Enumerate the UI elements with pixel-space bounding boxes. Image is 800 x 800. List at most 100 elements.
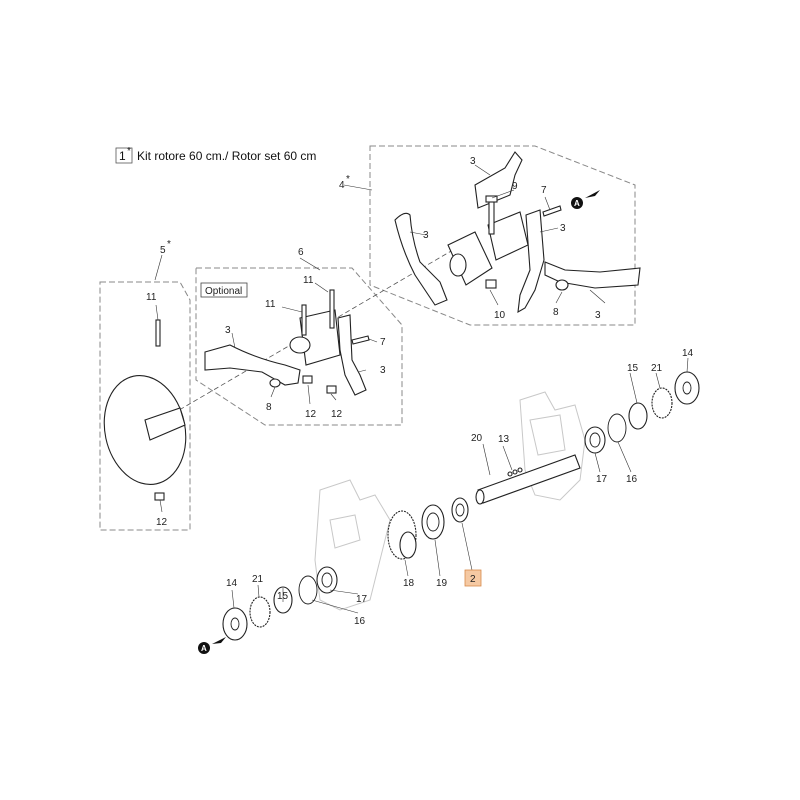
hub-19-inner (426, 512, 440, 532)
bearing-17-left-inner (321, 572, 333, 588)
washer-15-right (628, 402, 648, 430)
label-3-left: 3 (423, 230, 429, 241)
group-6-parts (204, 289, 370, 396)
group-5-parts (103, 319, 187, 501)
label-15-right: 15 (627, 363, 639, 374)
optional-label: Optional (205, 286, 242, 297)
cap-14-right-inner (682, 381, 692, 395)
label-14-right: 14 (682, 348, 694, 359)
optional-bolt-7 (351, 335, 370, 345)
blade-3-right (544, 261, 641, 289)
optional-nut-12a (302, 375, 313, 384)
gear-18-hub (399, 531, 417, 559)
cap-14-left (222, 607, 248, 641)
optional-hub (289, 336, 311, 354)
label-5-asterisk: * (167, 239, 171, 250)
kit-asterisk: * (127, 146, 131, 157)
bolt-7 (542, 205, 562, 217)
label-17-left: 17 (356, 594, 368, 605)
label-9: 9 (512, 181, 518, 192)
connector-a-right-arrow (585, 190, 600, 198)
hub-bore (449, 253, 467, 277)
disc (103, 375, 187, 485)
label-20: 20 (471, 433, 483, 444)
connector-a-left (198, 642, 210, 654)
key-13b (512, 469, 518, 475)
kit-title: Kit rotore 60 cm./ Rotor set 60 cm (137, 149, 316, 163)
disc-bolt-11 (155, 319, 161, 347)
label-16-right: 16 (626, 474, 638, 485)
cap-14-left-inner (230, 617, 240, 631)
ring-16-right (607, 413, 627, 443)
blade-3-optional-vert (337, 314, 367, 396)
bolt-9 (488, 199, 495, 235)
label-3-mid: 3 (560, 223, 566, 234)
label-16-left: 16 (354, 616, 366, 627)
label-5: 5 (160, 245, 166, 256)
key-13c (517, 467, 523, 473)
label-12-opt-b: 12 (331, 409, 343, 420)
label-3-right: 3 (595, 310, 601, 321)
nut-8 (555, 279, 569, 291)
label-4: 4 (339, 180, 345, 191)
bearing-17-right (584, 426, 606, 454)
kit-number-box (115, 147, 133, 164)
spline-2 (451, 497, 469, 523)
blade-3-optional (204, 344, 301, 386)
bearing-17-right-inner (589, 432, 601, 448)
kit-number: 1 (119, 149, 126, 163)
label-6: 6 (298, 247, 304, 258)
seal-21-left (249, 596, 271, 628)
bolt-9-head (485, 195, 498, 203)
label-13: 13 (498, 434, 510, 445)
group-box-5 (99, 281, 191, 531)
label-21-right: 21 (651, 363, 663, 374)
label-10: 10 (494, 310, 506, 321)
label-3-opt-right: 3 (380, 365, 386, 376)
shaft-20-end (475, 489, 485, 505)
group-4-parts: A (394, 151, 641, 314)
plate-3-top (474, 151, 523, 209)
label-11-a: 11 (265, 299, 276, 310)
label-8-top: 8 (553, 307, 559, 318)
connector-a-left-arrow (212, 637, 226, 644)
group-box-6 (195, 267, 403, 426)
seal-21-right (651, 387, 673, 419)
label-17-right: 17 (596, 474, 608, 485)
optional-nut-12b (326, 385, 337, 394)
label-4-asterisk: * (346, 174, 350, 185)
optional-bolt-11b (329, 289, 335, 329)
spline-2-inner (455, 503, 465, 517)
part-labels: 4 * 3 9 7 3 3 3 10 8 5 * 6 11 11 3 7 3 8… (146, 156, 694, 627)
label-2-highlight (464, 569, 482, 587)
disc-hub (144, 407, 186, 441)
optional-nut-8 (269, 378, 281, 388)
label-11-disc: 11 (146, 292, 157, 303)
key-13a (507, 471, 513, 477)
label-12-opt-a: 12 (305, 409, 317, 420)
label-2: 2 (470, 574, 476, 585)
connector-a-right (571, 197, 583, 209)
blade-3-vertical (517, 209, 545, 314)
label-14-left: 14 (226, 578, 238, 589)
leader-lines (154, 164, 689, 614)
label-15-left: 15 (277, 591, 289, 602)
label-21-left: 21 (252, 574, 264, 585)
connector-a-left-label: A (201, 644, 207, 653)
group-box-4 (369, 145, 636, 326)
label-12-disc: 12 (156, 517, 168, 528)
nut-10 (485, 279, 497, 289)
label-7-top: 7 (541, 185, 547, 196)
label-7-opt: 7 (380, 337, 386, 348)
cap-14-right (674, 371, 700, 405)
disc-nut-12 (154, 492, 165, 501)
blade-3-left (394, 212, 448, 306)
optional-bolt-11a (301, 304, 307, 336)
label-3-opt: 3 (225, 325, 231, 336)
drive-parts: A (198, 371, 700, 654)
ring-16-left (298, 575, 318, 605)
label-19: 19 (436, 578, 448, 589)
optional-tag (200, 282, 248, 298)
bearing-17-left (316, 566, 338, 594)
